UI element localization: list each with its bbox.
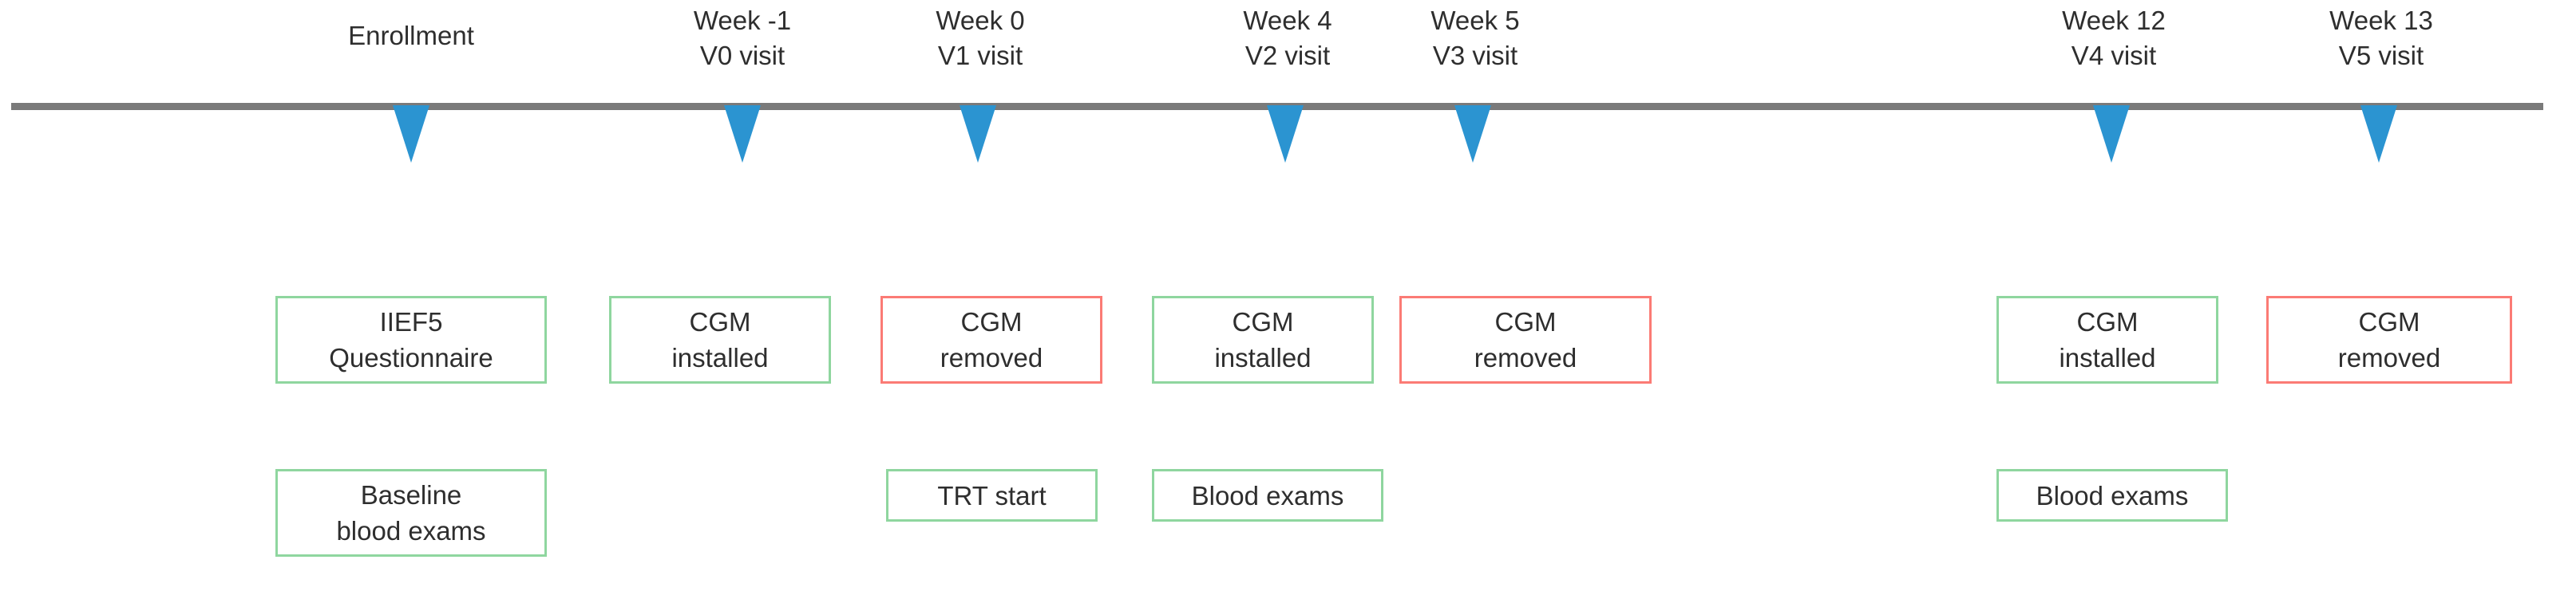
visit-label-line2: V4 visit [2071,41,2157,70]
event-box-line2: removed [2337,343,2441,372]
event-box-baseline-blood-exams[interactable]: Baseline blood exams [275,469,547,557]
event-box-cgm-installed-v0[interactable]: CGM installed [609,296,831,384]
visit-marker-enrollment[interactable] [393,105,429,163]
event-box-line2: removed [940,343,1043,372]
visit-marker-v4[interactable] [2093,105,2130,163]
triangle-marker-icon [960,105,996,163]
visit-label-line1: Enrollment [348,21,474,50]
visit-label-line1: Week 13 [2329,6,2433,35]
visit-label-v5: Week 13 V5 visit [2329,3,2433,73]
event-box-blood-exams-v2[interactable]: Blood exams [1152,469,1383,522]
visit-label-line1: Week 4 [1243,6,1332,35]
visit-label-v0: Week -1 V0 visit [694,3,791,73]
visit-label-v1: Week 0 V1 visit [936,3,1024,73]
visit-marker-v5[interactable] [2360,105,2397,163]
visit-label-v4: Week 12 V4 visit [2062,3,2166,73]
event-box-cgm-removed-v5[interactable]: CGM removed [2266,296,2512,384]
event-box-line1: CGM [1494,307,1557,337]
event-box-line1: Blood exams [1191,480,1344,510]
event-box-line2: removed [1474,343,1577,372]
event-box-line1: CGM [960,307,1023,337]
visit-label-line1: Week 5 [1430,6,1520,35]
triangle-marker-icon [2093,105,2130,163]
event-box-line2: installed [2059,343,2156,372]
triangle-marker-icon [1267,105,1304,163]
event-box-line1: CGM [2358,307,2420,337]
event-box-line2: installed [1214,343,1312,372]
event-box-cgm-removed-v1[interactable]: CGM removed [880,296,1102,384]
visit-label-line1: Week -1 [693,6,792,35]
visit-label-line2: V3 visit [1432,41,1518,70]
event-box-line1: TRT start [937,480,1047,510]
visit-label-enrollment: Enrollment [348,18,474,53]
visit-label-v3: Week 5 V3 visit [1430,3,1519,73]
visit-marker-v2[interactable] [1267,105,1304,163]
event-box-trt-start[interactable]: TRT start [886,469,1098,522]
event-box-line2: Questionnaire [329,343,493,372]
visit-marker-v1[interactable] [960,105,996,163]
visit-label-line2: V5 visit [2338,41,2424,70]
visit-marker-v3[interactable] [1454,105,1491,163]
event-box-line1: Blood exams [2036,480,2189,510]
visit-label-line1: Week 12 [2062,6,2166,35]
visit-label-line1: Week 0 [936,6,1025,35]
visit-marker-v0[interactable] [724,105,761,163]
visit-label-v2: Week 4 V2 visit [1243,3,1332,73]
triangle-marker-icon [1454,105,1491,163]
event-box-blood-exams-v4[interactable]: Blood exams [1996,469,2228,522]
event-box-line2: blood exams [336,516,486,546]
event-box-cgm-installed-v4[interactable]: CGM installed [1996,296,2218,384]
visit-label-line2: V1 visit [937,41,1023,70]
event-box-line1: CGM [2076,307,2139,337]
event-box-line1: IIEF5 [379,307,443,337]
event-box-line1: CGM [689,307,751,337]
visit-label-line2: V2 visit [1244,41,1331,70]
triangle-marker-icon [2360,105,2397,163]
visit-label-line2: V0 visit [699,41,785,70]
event-box-line2: installed [671,343,769,372]
event-box-cgm-removed-v3[interactable]: CGM removed [1399,296,1652,384]
event-box-cgm-installed-v2[interactable]: CGM installed [1152,296,1374,384]
triangle-marker-icon [393,105,429,163]
triangle-marker-icon [724,105,761,163]
event-box-line1: CGM [1232,307,1294,337]
event-box-line1: Baseline [360,480,462,510]
